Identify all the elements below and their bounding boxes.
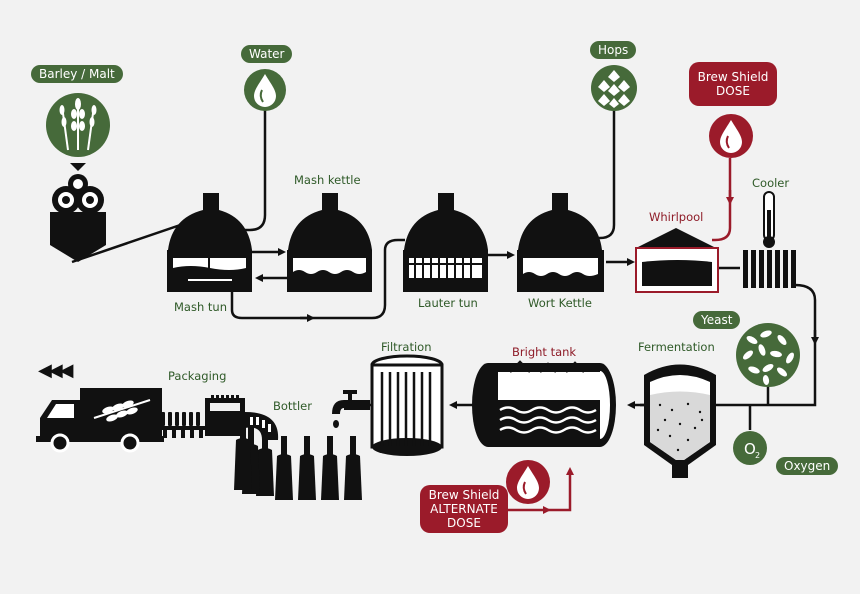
bright-tank	[472, 360, 616, 447]
cooler-unit	[743, 250, 796, 288]
mash-tun-vessel	[167, 193, 252, 292]
yeast-icon	[736, 323, 800, 387]
mash-kettle-label: Mash kettle	[294, 173, 361, 187]
bottle	[321, 436, 339, 500]
bottle	[298, 436, 316, 500]
bottler-label: Bottler	[273, 399, 312, 413]
whirlpool-label: Whirlpool	[649, 210, 704, 224]
brew-shield-alternate-line1: Brew Shield	[428, 488, 500, 502]
packaging-label: Packaging	[168, 369, 227, 383]
bright-tank-label: Bright tank	[512, 345, 577, 359]
hops-label: Hops	[590, 41, 637, 59]
fermentation-tank	[644, 364, 716, 478]
process-pipes	[71, 110, 819, 430]
thermometer-icon	[763, 191, 775, 248]
grain-mill	[50, 174, 106, 262]
brew-shield-dose-line1: Brew Shield	[697, 70, 769, 84]
mash-tun-label: Mash tun	[174, 300, 227, 314]
water-drop-icon	[244, 69, 286, 111]
oxygen-symbol: O	[744, 440, 756, 458]
truck-direction-arrows: ◀◀◀	[38, 360, 73, 381]
lauter-tun-vessel	[403, 193, 488, 292]
brew-shield-drop-icon	[709, 114, 753, 158]
bottler-conveyor	[160, 395, 279, 440]
wheat-logo-icon	[93, 399, 151, 422]
oxygen-icon: O 2	[733, 431, 767, 465]
whirlpool-vessel	[635, 228, 719, 293]
mash-kettle-vessel	[287, 193, 372, 292]
bottle	[275, 436, 293, 500]
filtration-label: Filtration	[381, 340, 432, 354]
brew-shield-alternate-line2: ALTERNATE	[430, 502, 498, 516]
brew-shield-alternate-box: Brew Shield ALTERNATE DOSE	[420, 485, 508, 533]
barley-icon	[46, 93, 110, 171]
brew-shield-dose-line2: DOSE	[716, 84, 750, 98]
bottle	[344, 436, 362, 500]
oxygen-subscript: 2	[755, 451, 760, 460]
tap-faucet	[332, 390, 370, 428]
wort-kettle-vessel	[517, 193, 604, 292]
water-label: Water	[241, 45, 293, 63]
brew-shield-alternate-drop-icon	[506, 460, 550, 504]
yeast-label: Yeast	[693, 311, 741, 329]
wort-kettle-label: Wort Kettle	[528, 296, 592, 310]
hops-icon	[591, 65, 637, 111]
lauter-tun-label: Lauter tun	[418, 296, 478, 310]
filtration-unit	[370, 354, 444, 456]
delivery-truck	[36, 388, 164, 453]
oxygen-label: Oxygen	[776, 457, 839, 475]
brew-shield-pipes	[508, 158, 734, 514]
fermentation-label: Fermentation	[638, 340, 715, 354]
bottles	[234, 420, 362, 500]
barley-malt-label: Barley / Malt	[31, 65, 123, 83]
brew-shield-dose-box: Brew Shield DOSE	[689, 62, 777, 106]
cooler-label: Cooler	[752, 176, 790, 190]
brew-shield-alternate-line3: DOSE	[447, 516, 481, 530]
